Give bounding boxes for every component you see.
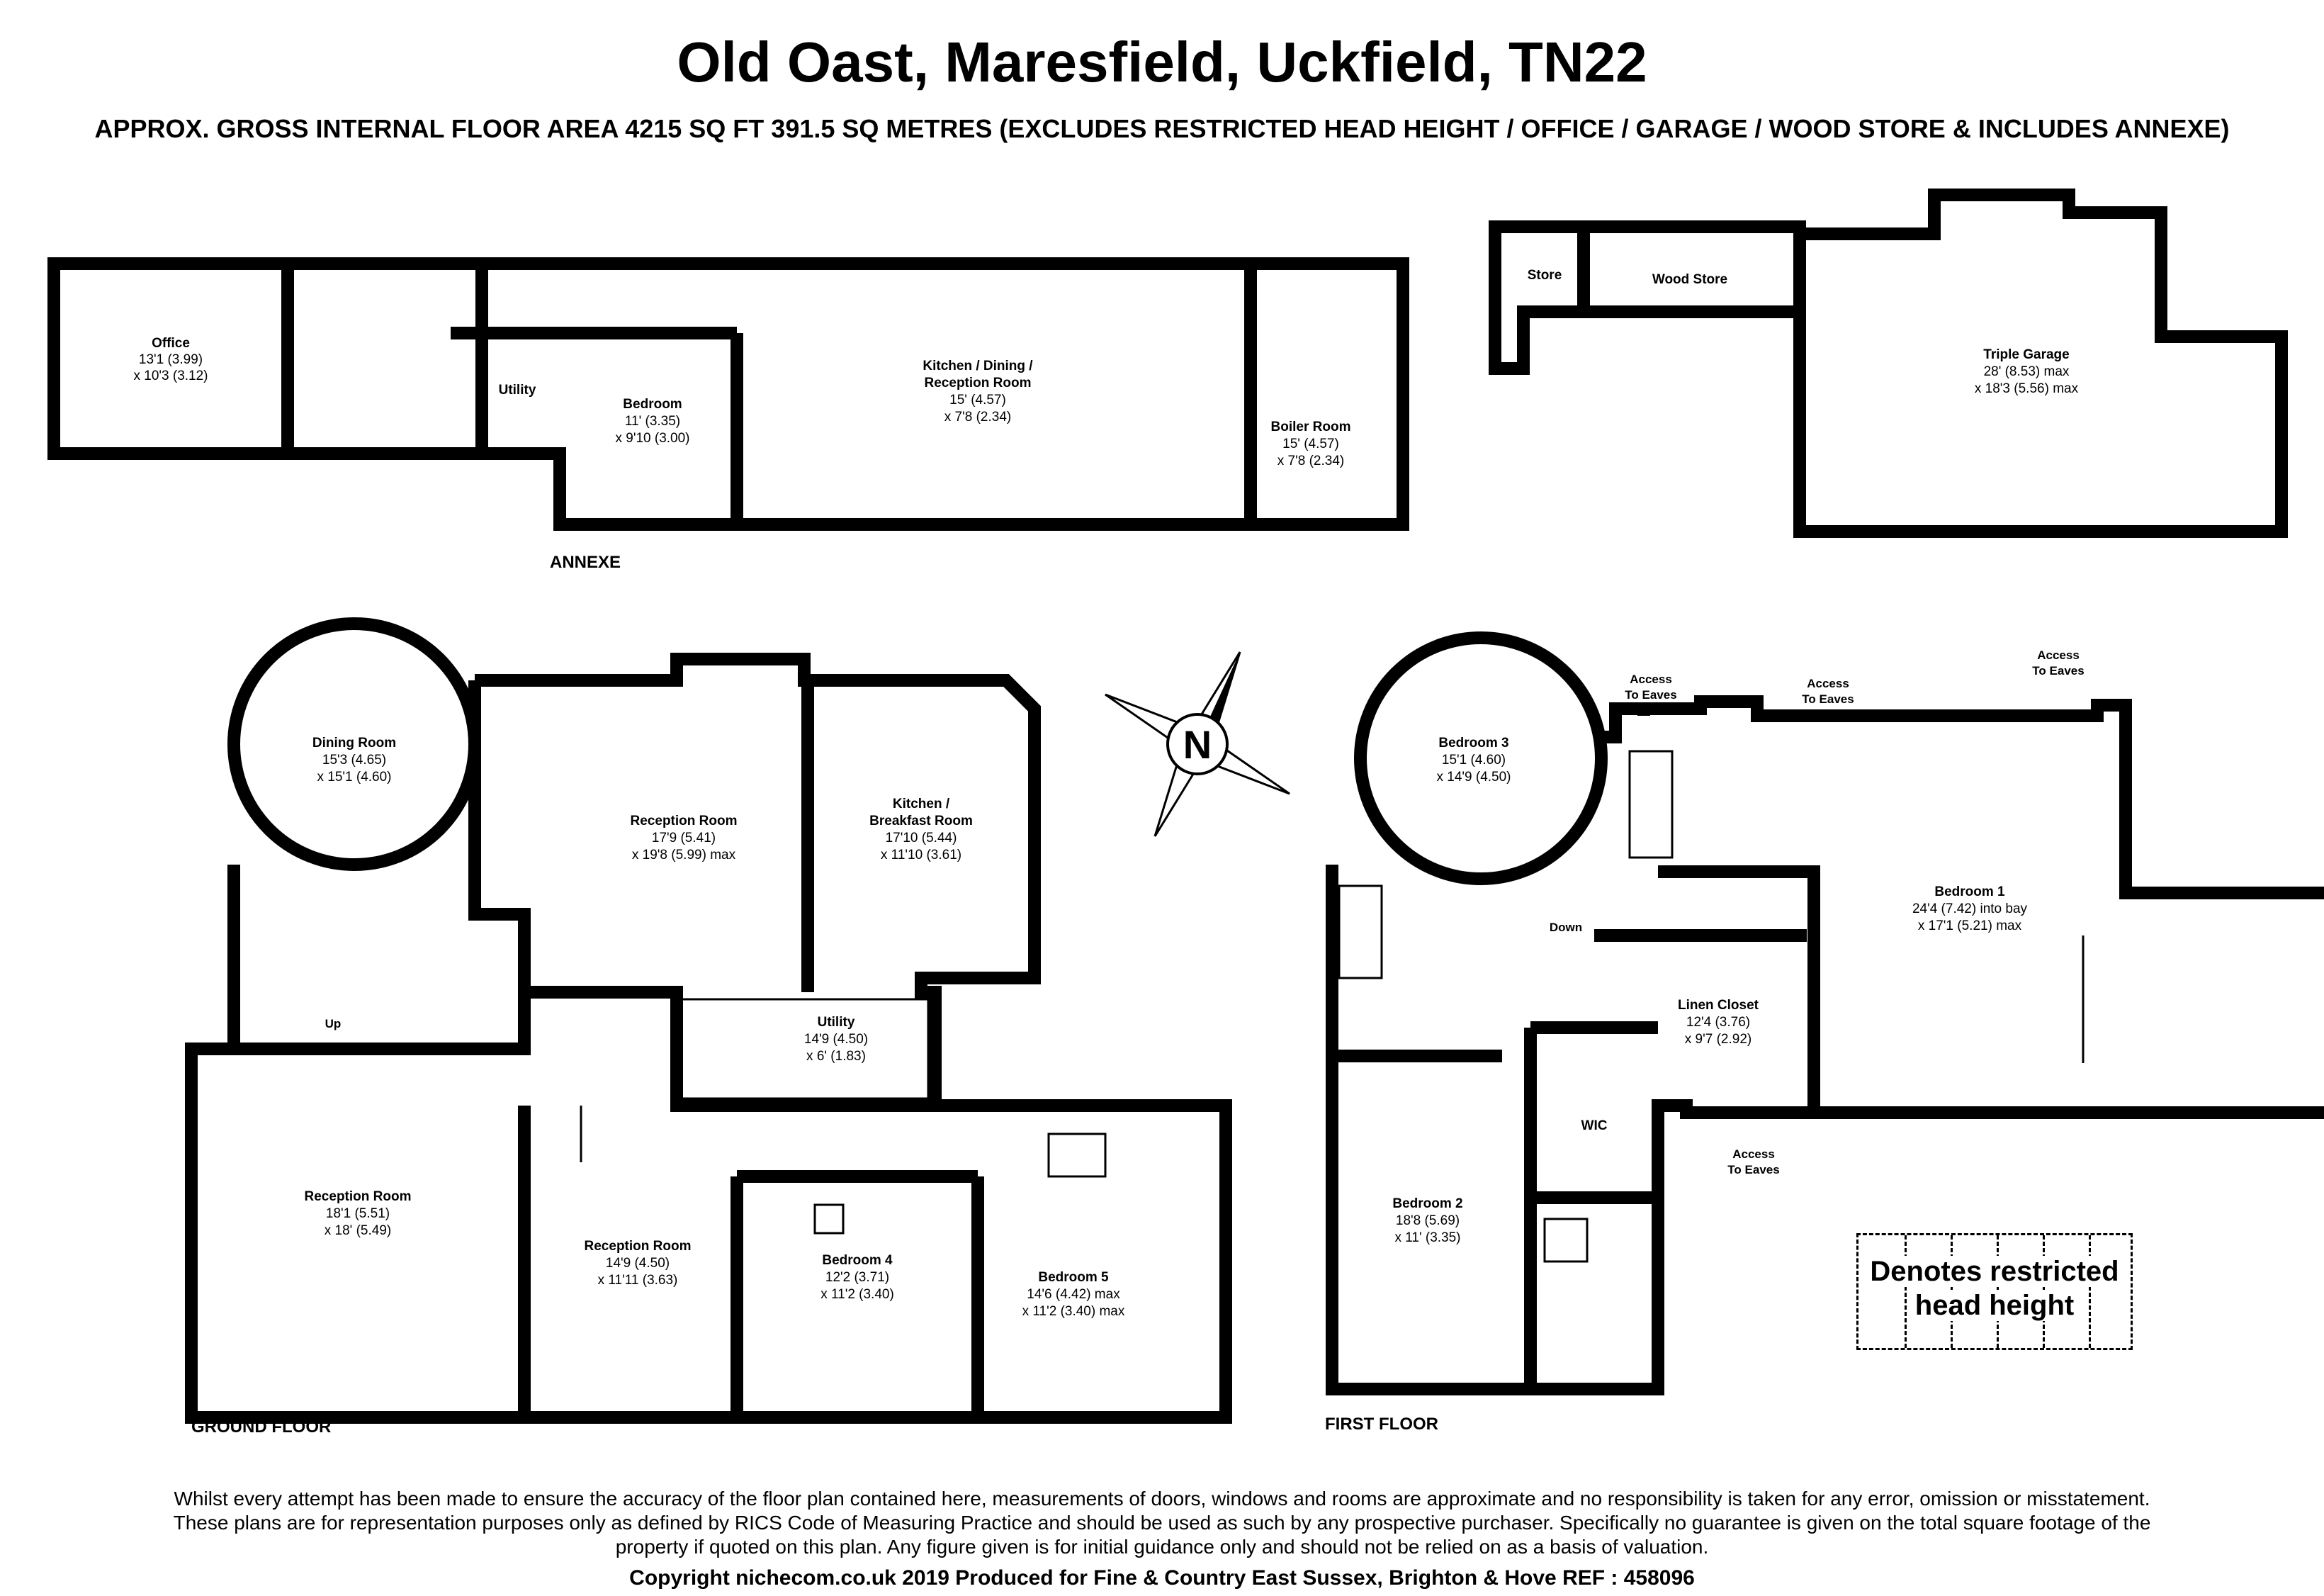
- linen-closet-dim1: 12'4 (3.76): [1686, 1015, 1750, 1030]
- compass-north-label: N: [1183, 722, 1212, 767]
- annexe-main-walls: [288, 257, 1409, 531]
- annexe-bedroom-dim2: x 9'10 (3.00): [615, 431, 689, 446]
- annexe-office-walls: [47, 257, 294, 460]
- reception-left-dim2: x 18' (5.49): [325, 1223, 391, 1238]
- ground-floor-label: GROUND FLOOR: [191, 1417, 332, 1437]
- wic-label: WIC: [1581, 1118, 1608, 1133]
- utility-dim1: 14'9 (4.50): [804, 1032, 868, 1047]
- floor-area-subtitle: APPROX. GROSS INTERNAL FLOOR AREA 4215 S…: [94, 114, 2230, 143]
- reception-main-dim2: x 19'8 (5.99) max: [632, 848, 736, 862]
- kitchen-label: Kitchen /: [893, 797, 950, 811]
- reception-mid-dim1: 14'9 (4.50): [606, 1256, 670, 1271]
- access-eaves-4b: To Eaves: [1727, 1163, 1779, 1176]
- reception-main-dim1: 17'9 (5.41): [652, 831, 716, 845]
- bedroom-1-dim1: 24'4 (7.42) into bay: [1912, 901, 2028, 916]
- store-label: Store: [1528, 268, 1562, 283]
- access-eaves-4a: Access: [1732, 1147, 1775, 1161]
- office-dim2: x 10'3 (3.12): [133, 369, 208, 383]
- bedroom-1-label: Bedroom 1: [1934, 884, 2005, 899]
- stairs-down-label: Down: [1550, 921, 1582, 934]
- bedroom-2-label: Bedroom 2: [1392, 1196, 1462, 1211]
- legend-text: Denotes restricted head height: [1856, 1254, 2133, 1322]
- annexe-bedroom-dim1: 11' (3.35): [625, 414, 680, 429]
- bedroom-1-dim2: x 17'1 (5.21) max: [1918, 918, 2022, 933]
- garage-walls: [1793, 189, 2288, 538]
- office-label: Office: [152, 336, 190, 351]
- wood-store-label: Wood Store: [1652, 272, 1727, 287]
- reception-mid-dim2: x 11'11 (3.63): [598, 1273, 678, 1288]
- access-eaves-2a: Access: [1807, 677, 1849, 690]
- annexe-kitchen-dim2: x 7'8 (2.34): [944, 410, 1011, 425]
- reception-left-dim1: 18'1 (5.51): [326, 1206, 390, 1221]
- annexe-kitchen-label2: Reception Room: [925, 376, 1032, 390]
- bedroom-3-walls: [1354, 631, 1608, 885]
- stairs-up-label: Up: [325, 1017, 342, 1030]
- reception-mid-label: Reception Room: [585, 1239, 692, 1254]
- annexe-floor-label: ANNEXE: [550, 553, 621, 572]
- disclaimer-text: Whilst every attempt has been made to en…: [173, 1488, 2151, 1558]
- kitchen-dim1: 17'10 (5.44): [886, 831, 957, 845]
- reception-left-label: Reception Room: [305, 1189, 412, 1204]
- linen-closet-dim2: x 9'7 (2.92): [1685, 1032, 1752, 1047]
- garage-dim1: 28' (8.53) max: [1984, 364, 2070, 379]
- access-eaves-3b: To Eaves: [2032, 664, 2084, 678]
- compass-icon: N: [1105, 651, 1290, 837]
- bedroom-5-dim1: 14'6 (4.42) max: [1027, 1287, 1120, 1302]
- reception-main-label: Reception Room: [631, 814, 738, 828]
- access-eaves-1a: Access: [1630, 673, 1672, 686]
- bedroom-4-dim2: x 11'2 (3.40): [820, 1287, 894, 1302]
- dining-room-dim2: x 15'1 (4.60): [317, 770, 391, 785]
- ground-floor-walls: [185, 653, 1232, 1424]
- kitchen-label2: Breakfast Room: [869, 814, 973, 828]
- kitchen-dim2: x 11'10 (3.61): [881, 848, 961, 862]
- bedroom-2-dim2: x 11' (3.35): [1394, 1230, 1460, 1245]
- bedroom-3-label: Bedroom 3: [1438, 736, 1508, 751]
- store-walls: [1489, 220, 1806, 375]
- annexe-kitchen-dim1: 15' (4.57): [949, 393, 1006, 408]
- bedroom-5-label: Bedroom 5: [1038, 1270, 1109, 1285]
- dining-room-label: Dining Room: [312, 736, 396, 751]
- copyright-text: Copyright nichecom.co.uk 2019 Produced f…: [629, 1566, 1695, 1590]
- access-eaves-1b: To Eaves: [1625, 688, 1676, 702]
- bedroom-5-dim2: x 11'2 (3.40) max: [1022, 1304, 1125, 1319]
- boiler-room-dim2: x 7'8 (2.34): [1277, 454, 1344, 468]
- garage-label: Triple Garage: [1983, 347, 2069, 362]
- plan-title: Old Oast, Maresfield, Uckfield, TN22: [677, 30, 1647, 94]
- access-eaves-3a: Access: [2037, 648, 2080, 662]
- bedroom-2-dim1: 18'8 (5.69): [1396, 1213, 1460, 1228]
- office-dim1: 13'1 (3.99): [139, 352, 203, 367]
- garage-dim2: x 18'3 (5.56) max: [1975, 381, 2079, 396]
- bedroom-4-dim1: 12'2 (3.71): [825, 1270, 889, 1285]
- utility-label: Utility: [818, 1015, 855, 1030]
- bedroom-3-dim1: 15'1 (4.60): [1442, 753, 1506, 768]
- access-eaves-2b: To Eaves: [1802, 692, 1854, 706]
- annexe-kitchen-label: Kitchen / Dining /: [923, 359, 1033, 373]
- boiler-room-label: Boiler Room: [1271, 420, 1351, 434]
- annexe-bedroom-label: Bedroom: [623, 397, 682, 412]
- legend-line2: head height: [1914, 1290, 2075, 1321]
- linen-closet-label: Linen Closet: [1678, 998, 1759, 1013]
- bedroom-4-label: Bedroom 4: [822, 1253, 893, 1268]
- utility-dim2: x 6' (1.83): [806, 1049, 866, 1064]
- dining-room-dim1: 15'3 (4.65): [322, 753, 386, 768]
- bedroom-3-dim2: x 14'9 (4.50): [1436, 770, 1511, 785]
- first-floor-walls: [1326, 695, 2324, 1395]
- boiler-room-dim1: 15' (4.57): [1282, 437, 1339, 451]
- first-floor-label: FIRST FLOOR: [1325, 1415, 1438, 1434]
- annexe-utility-label: Utility: [499, 383, 536, 398]
- legend-line1: Denotes restricted: [1870, 1256, 2119, 1287]
